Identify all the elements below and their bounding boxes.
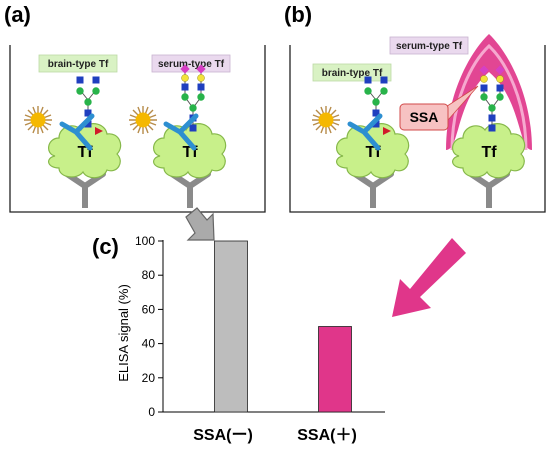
y-tick-label: 100 bbox=[135, 234, 155, 248]
pink-arrow-icon bbox=[392, 238, 466, 317]
panel-a-frame bbox=[9, 45, 266, 213]
capture-antibody-icon bbox=[172, 174, 208, 208]
ssa-callout bbox=[399, 103, 449, 131]
y-tick-label: 0 bbox=[148, 405, 155, 419]
ssa-label: SSA bbox=[410, 109, 439, 125]
y-axis-label: ELISA signal (%) bbox=[116, 284, 131, 382]
glycan-icon bbox=[479, 65, 505, 132]
brain-type-tf-a: Tf bbox=[23, 76, 122, 209]
bar-1 bbox=[214, 240, 248, 413]
brain-type-tf-b: Tf bbox=[311, 76, 410, 209]
enzyme-label-icon bbox=[128, 105, 158, 135]
serum-type-label-a: serum-type Tf bbox=[158, 59, 225, 70]
panel-b-frame bbox=[289, 45, 546, 213]
panel-b-letter: (b) bbox=[284, 2, 312, 27]
serum-type-tf-b: Tf bbox=[451, 65, 526, 208]
brain-type-label-a: brain-type Tf bbox=[48, 59, 109, 70]
serum-type-tag-a bbox=[151, 54, 231, 73]
capture-antibody-icon bbox=[67, 174, 103, 208]
y-tick-label: 20 bbox=[142, 371, 156, 385]
bar-2 bbox=[318, 326, 352, 413]
category-label: SSA(ー) bbox=[193, 427, 253, 444]
serum-type-label-b: serum-type Tf bbox=[396, 41, 463, 52]
y-tick-label: 60 bbox=[142, 302, 156, 316]
y-tick-label: 80 bbox=[142, 268, 156, 282]
brain-type-tag-b bbox=[312, 63, 392, 82]
brain-type-tag-a bbox=[38, 54, 118, 73]
capture-antibody-icon bbox=[355, 174, 391, 208]
category-label: SSA(＋) bbox=[297, 427, 357, 444]
panel-a-letter: (a) bbox=[4, 2, 31, 27]
elisa-bar-chart: ELISA signal (%) 0 20 40 60 80 100 SSA(ー) SSA(… bbox=[116, 234, 385, 444]
panel-c-letter: (c) bbox=[92, 234, 119, 259]
capture-antibody-icon bbox=[471, 174, 507, 208]
enzyme-label-icon bbox=[23, 105, 53, 135]
y-tick-label: 40 bbox=[142, 337, 156, 351]
gray-arrow-icon bbox=[185, 207, 215, 241]
serum-type-tag-b bbox=[389, 36, 469, 55]
tf-label: Tf bbox=[481, 144, 497, 161]
enzyme-label-icon bbox=[311, 105, 341, 135]
serum-type-tf-a: Tf bbox=[128, 64, 227, 208]
brain-type-label-b: brain-type Tf bbox=[322, 68, 383, 79]
